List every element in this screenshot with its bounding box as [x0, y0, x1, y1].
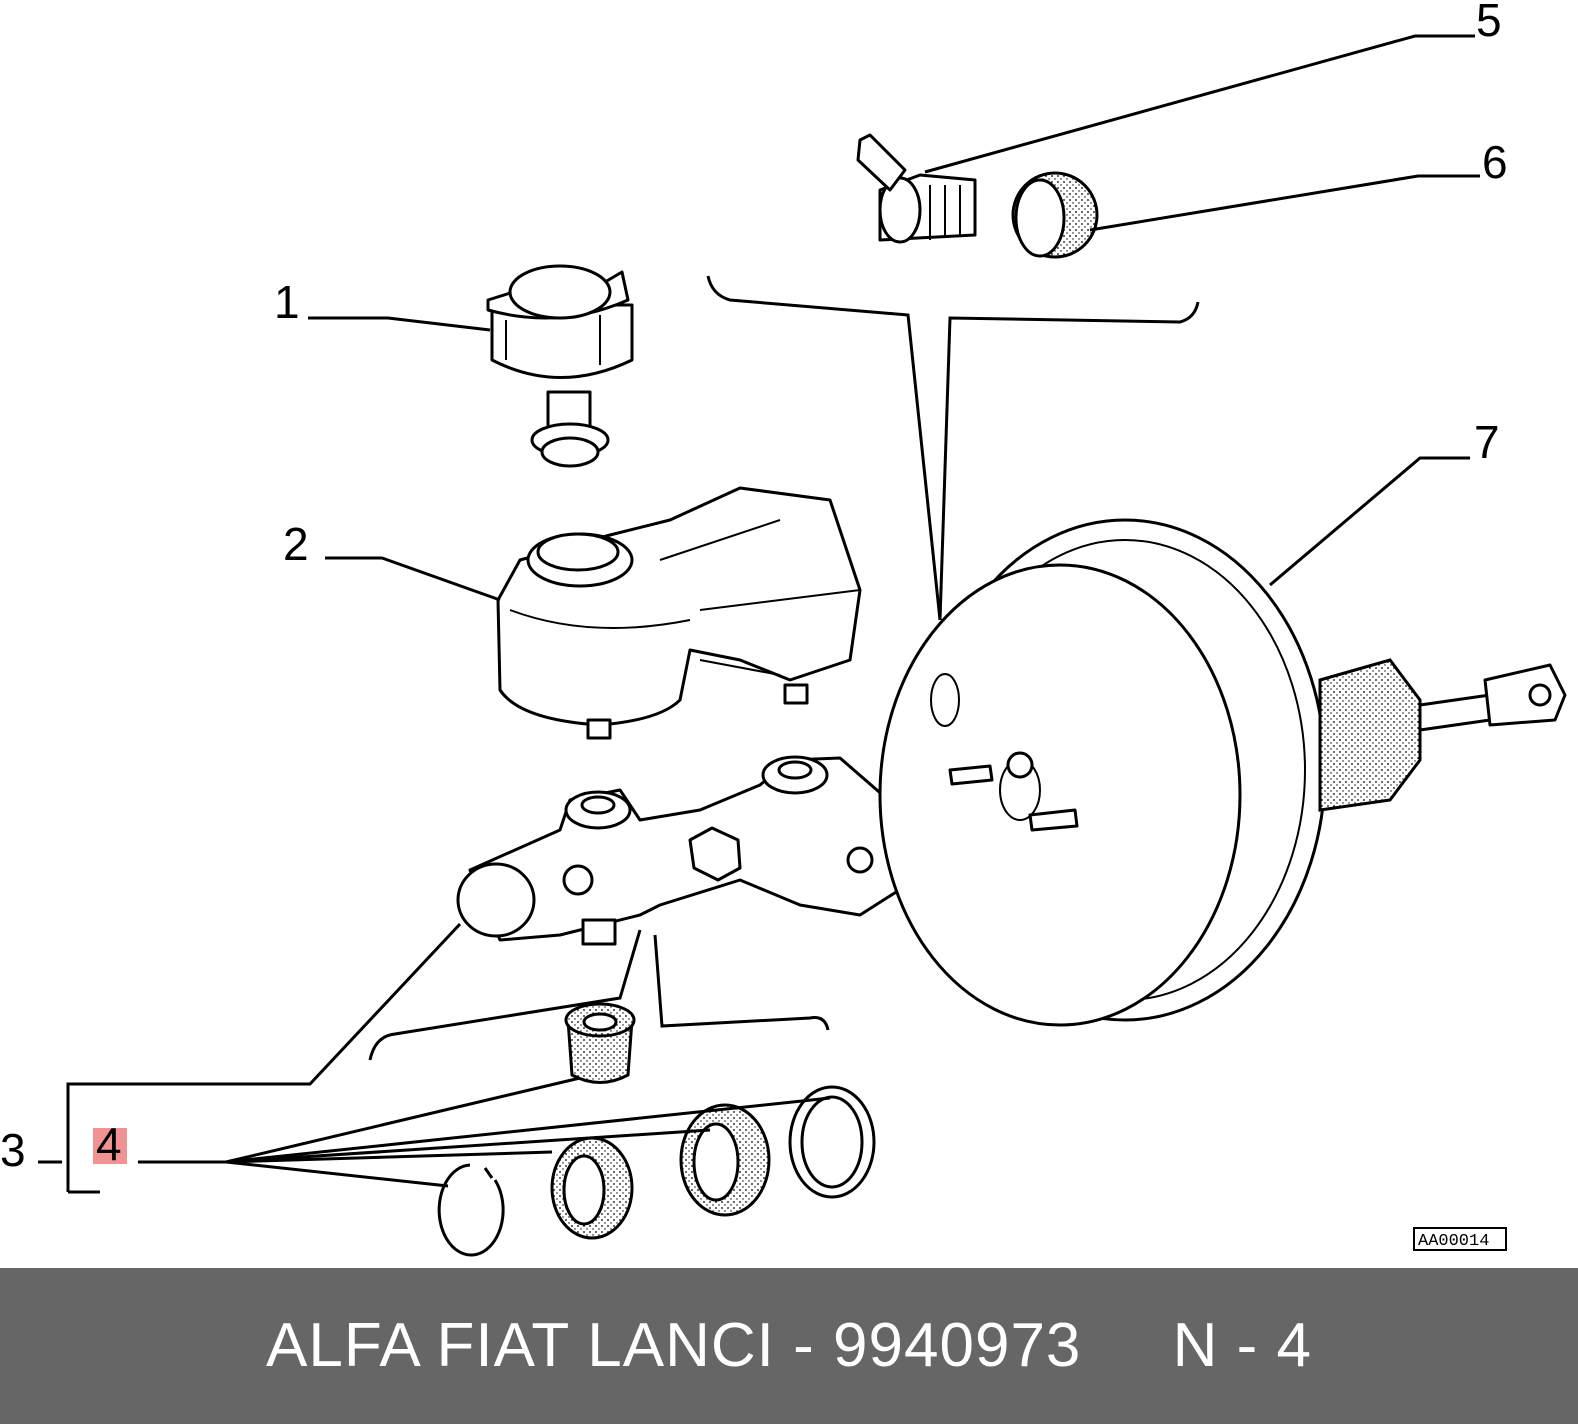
- brake-booster: [878, 518, 1567, 1027]
- callout-2: 2: [283, 518, 309, 570]
- callout-1: 1: [274, 276, 300, 328]
- footer-position-number: 4: [1276, 1311, 1312, 1380]
- parts-diagram: 1 2 3 4 5 6 7 AA00014: [0, 0, 1567, 1257]
- callout-4-highlight: [93, 1128, 127, 1164]
- callout-6: 6: [1482, 136, 1508, 188]
- footer-position-separator: -: [1236, 1311, 1259, 1380]
- seal-kit: [437, 1002, 876, 1257]
- callout-3: 3: [0, 1124, 26, 1176]
- footer-part-number: 9940973: [833, 1311, 1082, 1380]
- callout-5: 5: [1476, 0, 1502, 46]
- footer-position-label: N: [1172, 1311, 1219, 1380]
- footer-separator: -: [793, 1311, 815, 1380]
- vacuum-valve-fitting: [856, 133, 977, 244]
- reference-code: AA00014: [1418, 1232, 1489, 1251]
- callout-7: 7: [1474, 416, 1500, 468]
- reference-code-box: AA00014: [1413, 1227, 1507, 1251]
- master-cylinder: [456, 755, 917, 946]
- footer-bar: ALFA FIAT LANCI - 9940973 N - 4: [0, 1268, 1578, 1424]
- leader-lines: [38, 34, 1480, 1194]
- footer-brand: ALFA FIAT LANCI: [266, 1311, 775, 1380]
- footer-caption: ALFA FIAT LANCI - 9940973 N - 4: [0, 1310, 1578, 1381]
- fluid-reservoir: [496, 486, 862, 740]
- callout-4: 4: [96, 1118, 122, 1170]
- reservoir-cap: [486, 264, 634, 468]
- vacuum-grommet: [1011, 171, 1099, 259]
